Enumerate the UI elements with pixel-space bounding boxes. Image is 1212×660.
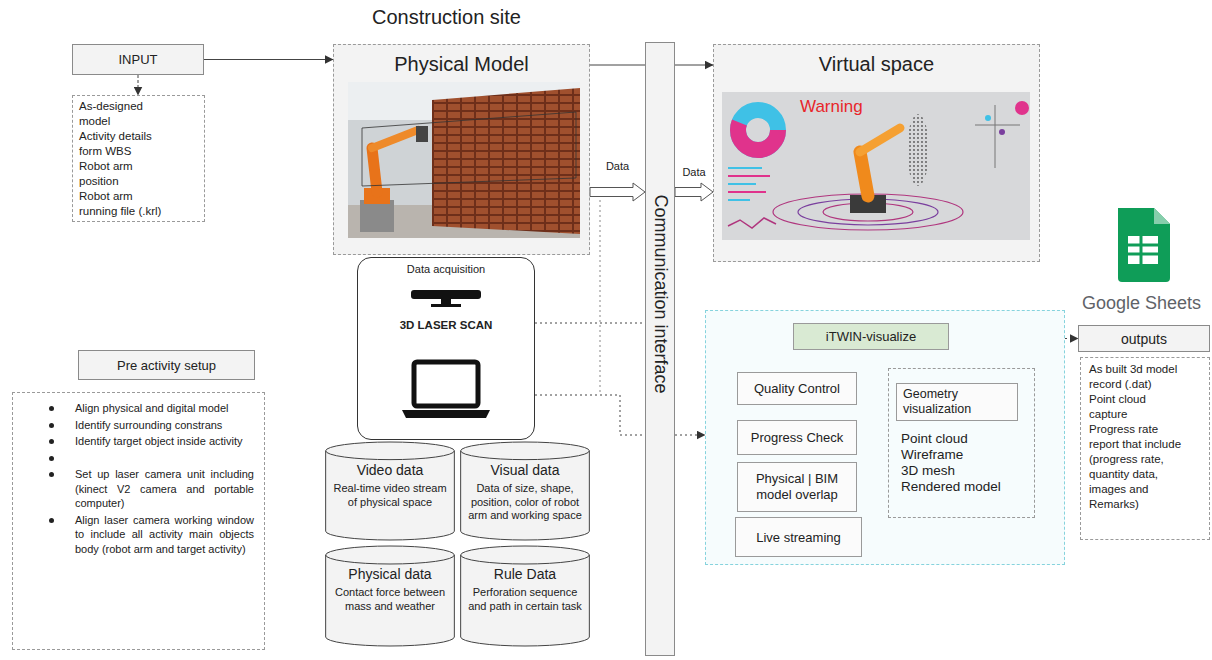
function-box: Progress Check [737, 420, 857, 455]
node-text: Point cloud [901, 431, 1028, 447]
node-text: As-designed model [79, 99, 174, 129]
node-text: outputs [1121, 331, 1167, 347]
diagram-title: Construction site [372, 6, 521, 29]
cylinder-body [461, 546, 590, 646]
node-text: Wireframe [901, 447, 1028, 463]
cylinder-body [461, 442, 590, 540]
cylinder-body [326, 546, 455, 646]
edge-label: Data [680, 166, 707, 178]
data-flow-arrow [590, 183, 645, 201]
outputs-list: As built 3d model record (.dat)Point clo… [1080, 357, 1210, 540]
node-text: Physical | BIM model overlap [742, 471, 852, 503]
input-box: INPUT [72, 44, 204, 75]
node-text: Physical Model [334, 53, 589, 76]
pre-activity-box: Pre activity setup [78, 350, 255, 380]
panel-fill [333, 44, 590, 255]
node-text: Rule Data [494, 566, 556, 582]
cylinder-rim [461, 555, 590, 564]
laptop-icon [402, 362, 490, 418]
robot-photo [348, 82, 580, 238]
node-text: Data of size, shape, position, color of … [466, 482, 584, 523]
data-store-cylinder: Physical dataContact force between mass … [325, 546, 455, 646]
node-text: Progress Check [751, 430, 843, 445]
function-box: Physical | BIM model overlap [737, 462, 857, 512]
input-list: As-designed modelActivity details form W… [72, 95, 205, 222]
data-store-cylinder: Visual dataData of size, shape, position… [460, 442, 590, 540]
node-text: Quality Control [754, 381, 840, 396]
communication-interface-bar: Communication interface [645, 42, 675, 656]
virtual-space-panel: Virtual space [713, 44, 1040, 262]
geometry-box: Geometry visualization [896, 383, 1018, 421]
node-text: Contact force between mass and weather [331, 586, 449, 613]
node-text: Set up laser camera unit including (kine… [75, 467, 254, 511]
dotted-leader [600, 200, 601, 395]
itwin-panel: iTWIN-visualizeQuality ControlProgress C… [705, 310, 1065, 565]
node-text: Identify target object inside activity [75, 434, 254, 449]
physical-model-panel: Physical Model [333, 44, 590, 255]
function-box: Quality Control [737, 372, 857, 405]
node-text: Data acquisition [358, 263, 534, 275]
node-text: Geometry visualization [903, 387, 1011, 417]
cylinder-rim [326, 451, 455, 460]
node-text: Activity details form WBS [79, 129, 174, 159]
virtual-screenshot [722, 92, 1030, 240]
warning-text: Warning [800, 97, 863, 117]
node-text: Robot arm position [79, 159, 174, 189]
brand-name: Google Sheets [1082, 293, 1201, 314]
edge-label: Data [604, 160, 631, 172]
node-text: Physical data [348, 566, 431, 582]
list-bullet [49, 439, 54, 444]
node-text: Robot arm running file (.krl) [79, 189, 174, 219]
connector [204, 59, 333, 60]
outputs-box: outputs [1078, 325, 1210, 352]
node-text: Progress rate report that include (progr… [1089, 422, 1187, 512]
connector [1065, 338, 1078, 339]
data-flow-arrow [675, 183, 713, 201]
function-box: Live streaming [735, 517, 862, 557]
node-text: iTWIN-visualize [793, 323, 949, 350]
node-text: Rendered model [901, 479, 1028, 495]
connector [535, 395, 705, 435]
data-acquisition-box: Data acquisition 3D LASER SCAN [357, 257, 535, 440]
google-sheets-icon [1118, 208, 1170, 282]
list-bullet [49, 518, 54, 523]
node-text: 3D LASER SCAN [358, 319, 534, 331]
connector [535, 323, 645, 324]
node-text: Video data [357, 462, 424, 478]
node-text: Pre activity setup [117, 358, 216, 373]
node-text: Align physical and digital model [75, 401, 254, 416]
list-bullet [49, 456, 54, 461]
connector [138, 75, 139, 95]
node-text: Align laser camera working window to inc… [75, 513, 254, 557]
data-store-cylinder: Video dataReal-time video stream of phys… [325, 442, 455, 540]
node-text: INPUT [119, 52, 158, 67]
cylinder-rim [461, 451, 590, 460]
node-text: Visual data [490, 462, 559, 478]
cylinder-rim [326, 555, 455, 564]
node-text: Virtual space [714, 53, 1039, 76]
kinect-icon [411, 290, 481, 307]
pre-activity-list: Align physical and digital modelIdentify… [12, 392, 265, 650]
panel-fill [713, 44, 1040, 262]
geometry-group: Point cloudWireframe3D meshRendered mode… [888, 368, 1035, 518]
node-text: Identify surrounding constrans [75, 418, 254, 433]
node-text: As built 3d model record (.dat) [1089, 362, 1187, 392]
list-bullet [49, 472, 54, 477]
cylinder-body [326, 442, 455, 540]
node-text: Communication interface [650, 194, 671, 393]
node-text: Perforation sequence and path in certain… [466, 586, 584, 613]
node-text: Real-time video stream of physical space [331, 482, 449, 509]
list-bullet [49, 406, 54, 411]
list-bullet [49, 423, 54, 428]
list-row [75, 451, 254, 466]
node-text: Live streaming [756, 530, 841, 545]
node-text: Point cloud capture [1089, 392, 1187, 422]
data-store-cylinder: Rule DataPerforation sequence and path i… [460, 546, 590, 646]
node-text: 3D mesh [901, 463, 1028, 479]
